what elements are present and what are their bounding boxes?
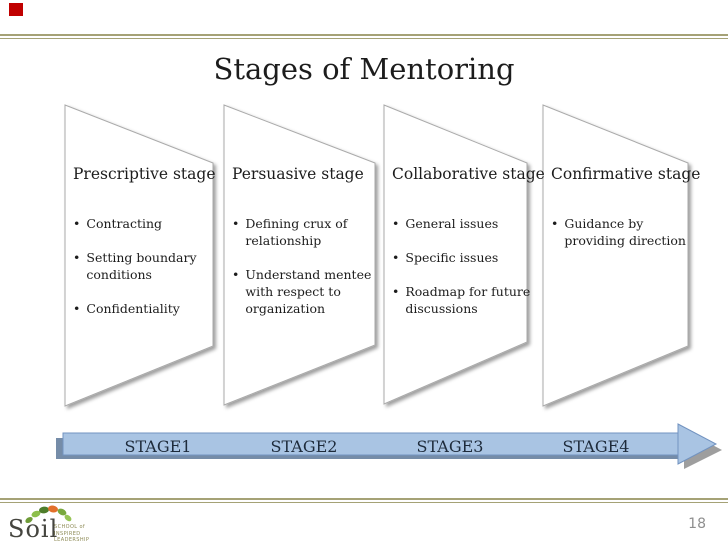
soil-logo: Soil SCHOOL of INSPIRED LEADERSHIP	[8, 501, 118, 545]
bullet-item: • Setting boundary conditions	[73, 249, 213, 283]
bullet-dot: •	[232, 216, 240, 231]
bottom-rule-thick	[0, 498, 728, 500]
arrow-label-stage4: STAGE4	[562, 437, 630, 456]
bullet-text: Guidance by providing direction	[564, 216, 686, 248]
bullet-text: Confidentiality	[86, 301, 180, 316]
bullet-text: Defining crux of relationship	[245, 216, 348, 248]
panel-1-content: Prescriptive stage • Contracting • Setti…	[73, 164, 216, 334]
stage-panel-1	[64, 104, 214, 407]
soil-logo-tagline-line: INSPIRED	[54, 530, 81, 537]
panel-3-content: Collaborative stage • General issues • S…	[392, 164, 545, 334]
bullet-item: • Defining crux of relationship	[232, 215, 372, 249]
arrow-label-stage1: STAGE1	[124, 437, 192, 456]
bottom-rule-thin	[0, 502, 728, 503]
panel-1-title: Prescriptive stage	[73, 165, 216, 183]
bullet-dot: •	[73, 301, 81, 316]
bullet-dot: •	[392, 216, 400, 231]
bullet-dot: •	[392, 284, 400, 299]
soil-logo-tagline: SCHOOL of INSPIRED LEADERSHIP	[54, 524, 89, 544]
bullet-text: Contracting	[86, 216, 163, 231]
bullet-item: • Specific issues	[392, 249, 532, 266]
bullet-dot: •	[232, 267, 240, 282]
soil-logo-tagline-line: SCHOOL of	[54, 524, 86, 530]
soil-logo-leaves-icon	[25, 505, 72, 524]
bullet-item: • Roadmap for future discussions	[392, 283, 532, 317]
bullet-item: • Contracting	[73, 215, 213, 232]
bullet-item: • Confidentiality	[73, 300, 213, 317]
bullet-text: General issues	[405, 216, 499, 231]
page-number: 18	[688, 516, 706, 532]
panel-4-content: Confirmative stage • Guidance by providi…	[551, 164, 701, 266]
bullet-text: Understand mentee with respect to organi…	[245, 267, 372, 316]
top-rule-thin	[0, 38, 728, 39]
arrow-label-stage2: STAGE2	[270, 437, 338, 456]
bullet-dot: •	[392, 250, 400, 265]
top-rule-thick	[0, 34, 728, 36]
bullet-text: Specific issues	[405, 250, 499, 265]
panel-2-content: Persuasive stage • Defining crux of rela…	[232, 164, 372, 334]
bullet-text: Setting boundary conditions	[86, 250, 197, 282]
bullet-item: • General issues	[392, 215, 532, 232]
bullet-dot: •	[73, 216, 81, 231]
panel-2-title: Persuasive stage	[232, 165, 364, 183]
bullet-dot: •	[551, 216, 559, 231]
stage-panel-3	[383, 104, 528, 405]
stage-arrow-head	[677, 423, 718, 465]
soil-logo-tagline-line: LEADERSHIP	[54, 537, 90, 543]
stage-panel-4	[542, 104, 689, 407]
red-marker-square	[9, 3, 23, 16]
bullet-item: • Understand mentee with respect to orga…	[232, 266, 372, 317]
slide-title: Stages of Mentoring	[213, 52, 515, 86]
arrow-label-stage3: STAGE3	[416, 437, 484, 456]
bullet-dot: •	[73, 250, 81, 265]
stage-panel-2	[223, 104, 376, 406]
panel-4-title: Confirmative stage	[551, 165, 701, 183]
bullet-text: Roadmap for future discussions	[405, 284, 531, 316]
bullet-item: • Guidance by providing direction	[551, 215, 691, 249]
soil-logo-wordmark: Soil	[8, 515, 59, 543]
panel-3-title: Collaborative stage	[392, 165, 545, 183]
